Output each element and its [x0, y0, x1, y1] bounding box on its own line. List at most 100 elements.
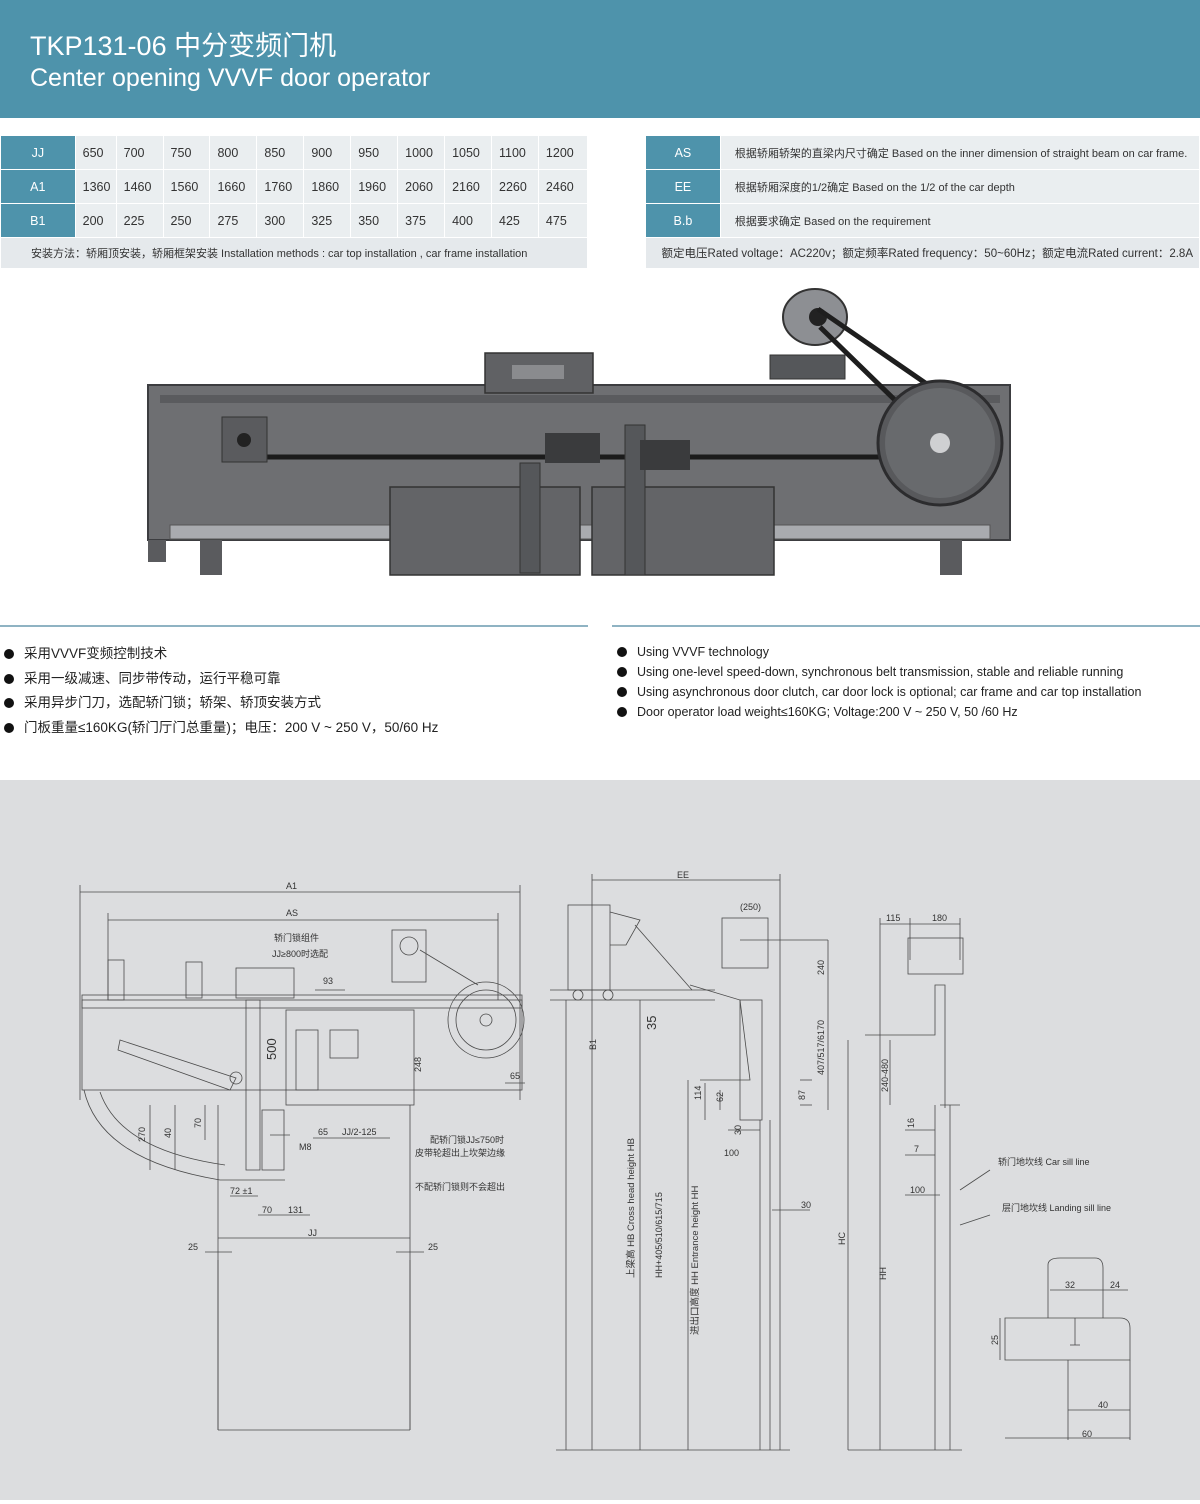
list-item: Door operator load weight≤160KG; Voltage…	[617, 702, 1141, 722]
table-cell: 400	[444, 203, 492, 238]
dim-label: 24	[1110, 1280, 1120, 1290]
technical-drawing: A1 AS 轿门锁组件 JJ≥800时选配 93 500 248 65 270 …	[79, 870, 1131, 1451]
dim-label: JJ	[308, 1228, 317, 1238]
dim-label: 407/517/6170	[816, 1020, 826, 1075]
dim-label: 不配轿门锁则不会超出	[415, 1181, 505, 1192]
dim-label: 240	[816, 960, 826, 975]
dim-label: AS	[286, 908, 298, 918]
dim-label: 65	[510, 1071, 520, 1081]
bullet-icon	[4, 649, 14, 660]
bullet-icon	[4, 673, 14, 684]
dim-label: B1	[588, 1039, 598, 1050]
dim-label: 35	[644, 1016, 659, 1030]
dim-label: 70	[262, 1205, 272, 1215]
table-cell: 200	[74, 203, 117, 238]
table-cell: 950	[350, 135, 399, 170]
list-item: 采用异步门刀，选配轿门锁；轿架、轿顶安装方式	[4, 691, 438, 716]
dim-label: HH+405/510/615/715	[654, 1192, 664, 1278]
list-item: Using one-level speed-down, synchronous …	[617, 662, 1141, 682]
dim-label: 轿门地坎线 Car sill line	[998, 1156, 1090, 1167]
page-title: TKP131-06 中分变频门机	[30, 31, 337, 61]
row-label: AS	[645, 135, 721, 170]
dim-label: 270	[137, 1127, 147, 1142]
list-item: 门板重量≤160KG(轿门厅门总重量)；电压：200 V ~ 250 V，50/…	[4, 716, 438, 741]
row-label: B.b	[645, 203, 721, 238]
table-cell: 2260	[491, 169, 539, 204]
page-header: TKP131-06 中分变频门机 Center opening VVVF doo…	[0, 0, 1200, 118]
dim-label: A1	[286, 881, 297, 891]
dim-label: EE	[677, 870, 689, 880]
dim-label: 115	[886, 913, 900, 923]
features-list-en: Using VVVF technology Using one-level sp…	[617, 642, 1141, 722]
dim-label: 240-480	[880, 1059, 890, 1092]
dim-label: 100	[910, 1185, 925, 1195]
table-cell: 1660	[209, 169, 258, 204]
technical-drawing-panel: A1 AS 轿门锁组件 JJ≥800时选配 93 500 248 65 270 …	[0, 780, 1200, 1500]
section-divider	[0, 625, 588, 627]
dim-label: 60	[1082, 1429, 1092, 1439]
table-row: EE 根据轿厢深度的1/2确定 Based on the 1/2 of the …	[645, 169, 1200, 204]
row-label: A1	[0, 169, 76, 204]
dim-label: 100	[724, 1148, 739, 1158]
table-cell: 2060	[397, 169, 446, 204]
dim-label: M8	[299, 1142, 312, 1152]
installation-note: 安装方法：轿厢顶安装，轿厢框架安装 Installation methods :…	[0, 237, 588, 269]
table-row: AS 根据轿厢轿架的直梁内尺寸确定 Based on the inner dim…	[645, 135, 1200, 170]
dim-label: 进出口高度 HH Entrance height HH	[689, 1185, 701, 1335]
table-cell: 800	[209, 135, 258, 170]
table-cell: 275	[209, 203, 258, 238]
dim-label: HH	[878, 1267, 888, 1280]
table-cell: 1050	[444, 135, 492, 170]
table-cell: 750	[162, 135, 211, 170]
table-cell: 1100	[491, 135, 539, 170]
dim-label: JJ/2-125	[342, 1127, 377, 1137]
section-divider	[612, 625, 1200, 627]
table-cell: 1460	[115, 169, 164, 204]
table-cell: 1560	[162, 169, 211, 204]
table-cell: 1760	[256, 169, 305, 204]
row-label: EE	[645, 169, 721, 204]
dim-label: JJ≥800时选配	[272, 948, 328, 959]
door-operator-photo	[147, 288, 1011, 576]
dim-label: 500	[264, 1038, 279, 1060]
dim-label: 配轿门锁JJ≤750时	[430, 1134, 504, 1145]
table-cell: 1000	[397, 135, 446, 170]
dim-label: 180	[932, 913, 947, 923]
table-cell: 300	[256, 203, 305, 238]
dim-label: 248	[413, 1057, 423, 1072]
dim-label: 93	[323, 976, 333, 986]
page-subtitle: Center opening VVVF door operator	[30, 64, 431, 92]
dim-label: HC	[837, 1232, 847, 1245]
dim-label: 7	[914, 1144, 919, 1154]
table-cell: 475	[537, 203, 589, 238]
dim-label: 16	[906, 1118, 916, 1128]
row-value: 根据轿厢深度的1/2确定 Based on the 1/2 of the car…	[719, 169, 1200, 204]
list-item: 采用VVVF变频控制技术	[4, 642, 438, 667]
table-cell: 375	[397, 203, 446, 238]
table-cell: 1200	[537, 135, 589, 170]
dim-label: 62	[715, 1092, 725, 1102]
table-cell: 250	[162, 203, 211, 238]
table-cell: 650	[74, 135, 117, 170]
table-cell: 425	[491, 203, 539, 238]
dim-label: 114	[693, 1086, 703, 1100]
table-cell: 2460	[537, 169, 589, 204]
table-cell: 350	[350, 203, 399, 238]
dim-label: 32	[1065, 1280, 1075, 1290]
electrical-note: 额定电压Rated voltage：AC220v；额定频率Rated frequ…	[645, 237, 1200, 269]
table-cell: 700	[115, 135, 164, 170]
bullet-icon	[617, 687, 627, 697]
table-cell: 225	[115, 203, 164, 238]
dim-label: 30	[733, 1125, 743, 1135]
table-cell: 2160	[444, 169, 492, 204]
dim-label: 131	[288, 1205, 303, 1215]
row-label: JJ	[0, 135, 76, 170]
table-cell: 900	[303, 135, 352, 170]
dim-label: 40	[163, 1128, 173, 1138]
dim-label: (250)	[740, 902, 761, 912]
table-cell: 1860	[303, 169, 352, 204]
dim-label: 层门地坎线 Landing sill line	[1002, 1202, 1111, 1213]
